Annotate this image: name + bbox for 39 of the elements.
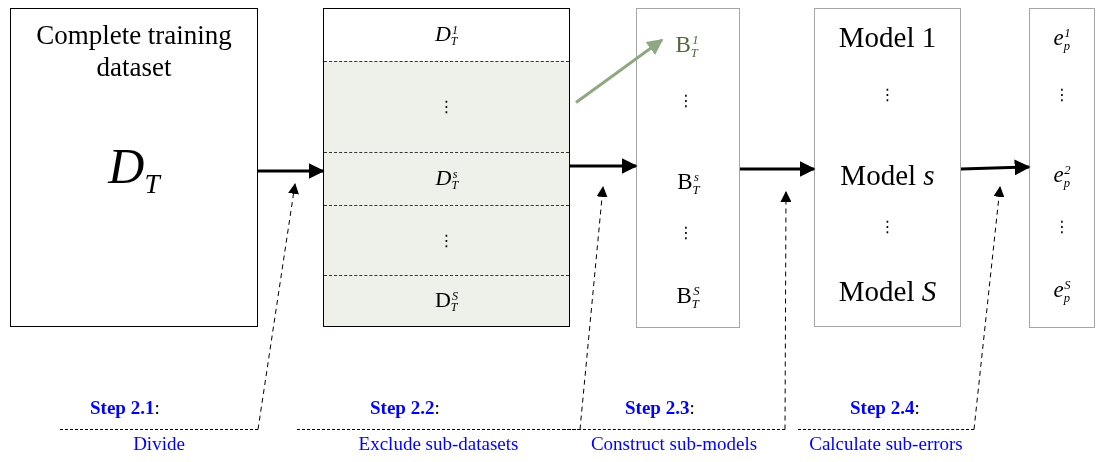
- vertical-ellipsis: ⋮: [1053, 85, 1071, 105]
- step-title: Step 2.1:: [90, 397, 160, 419]
- sub-dataset-band: [324, 205, 569, 275]
- step-title: Step 2.3:: [625, 397, 695, 419]
- leader-line: [780, 190, 792, 430]
- math-label: Model 1: [837, 19, 938, 55]
- step-description: Calculate sub-errors: [808, 433, 964, 455]
- step-title: Step 2.2:: [370, 397, 440, 419]
- column-box: [636, 8, 740, 328]
- arrow: [258, 163, 325, 179]
- box-title: Complete training dataset: [35, 19, 233, 83]
- vertical-ellipsis: ⋮: [677, 91, 695, 111]
- arrow: [570, 158, 638, 174]
- math-label: Model S: [837, 273, 938, 309]
- step-description: Exclude sub-datasets: [357, 433, 520, 455]
- step-description: Divide: [132, 433, 186, 455]
- step-title: Step 2.4:: [850, 397, 920, 419]
- vertical-ellipsis: ⋮: [1053, 217, 1071, 237]
- vertical-ellipsis: ⋮: [437, 230, 456, 251]
- leader-line: [579, 185, 608, 430]
- math-symbol: D$_{T}$: [106, 137, 163, 200]
- arrow: [740, 161, 816, 177]
- sub-dataset-band: [324, 275, 569, 326]
- vertical-ellipsis: ⋮: [878, 217, 897, 237]
- vertical-ellipsis: ⋮: [437, 97, 456, 117]
- sub-dataset-band: [324, 152, 569, 205]
- sub-dataset-box: [323, 8, 570, 327]
- vertical-ellipsis: ⋮: [878, 85, 897, 105]
- column-box: [814, 8, 961, 327]
- column-box: [1029, 8, 1095, 328]
- leader-line: [973, 185, 1005, 430]
- arrow: [960, 159, 1031, 176]
- sub-dataset-band: [324, 61, 569, 152]
- math-label: Model s: [839, 157, 936, 193]
- dataset-box: [10, 8, 258, 327]
- step-description: Construct sub-models: [589, 433, 759, 455]
- vertical-ellipsis: ⋮: [677, 223, 695, 243]
- arrow: [575, 38, 664, 104]
- leader-line: [257, 182, 299, 430]
